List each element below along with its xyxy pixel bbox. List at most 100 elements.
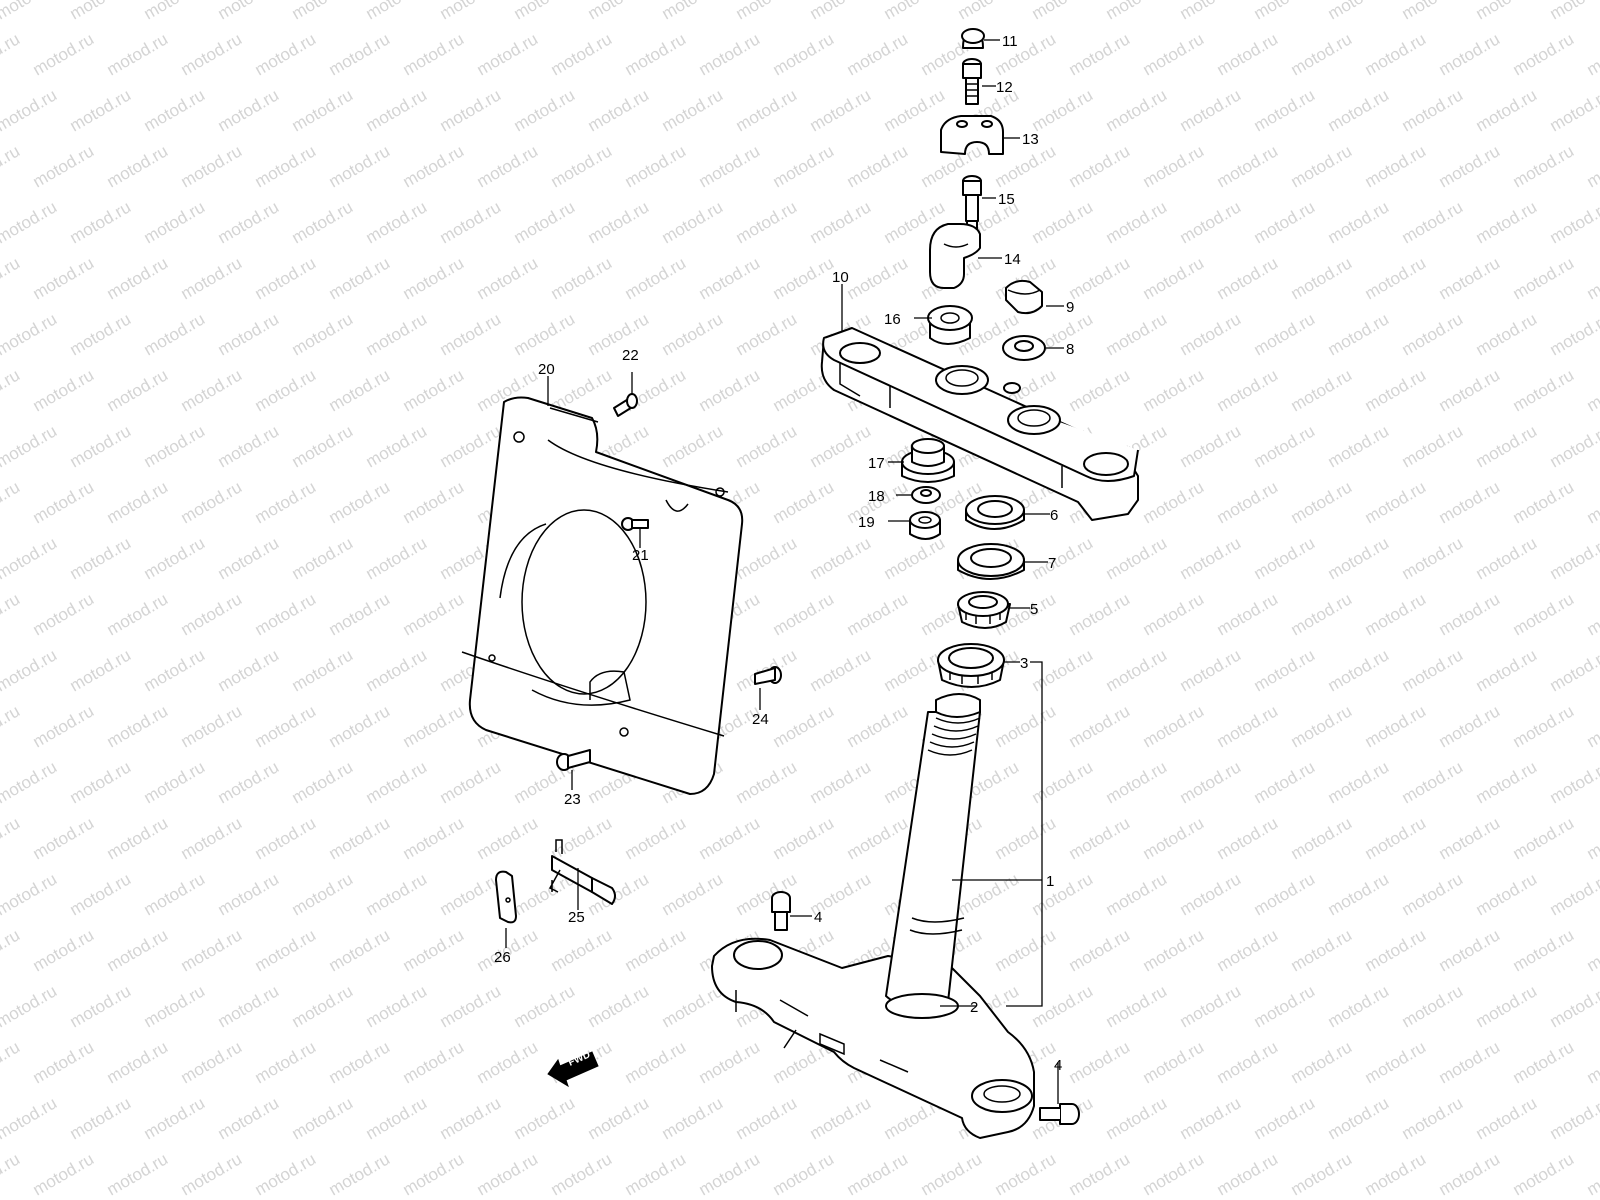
watermark-text: motod.ru <box>215 981 283 1031</box>
watermark-text: motod.ru <box>141 869 209 919</box>
watermark-text: motod.ru <box>1547 757 1600 807</box>
watermark-text: motod.ru <box>1399 645 1467 695</box>
watermark-text: motod.ru <box>1325 757 1393 807</box>
watermark-text: motod.ru <box>326 589 394 639</box>
watermark-text: motod.ru <box>1140 701 1208 751</box>
watermark-text: motod.ru <box>844 253 912 303</box>
watermark-text: motod.ru <box>659 197 727 247</box>
watermark-text: motod.ru <box>1325 533 1393 583</box>
watermark-text: motod.ru <box>1251 981 1319 1031</box>
watermark-text: motod.ru <box>955 0 1023 23</box>
watermark-text: motod.ru <box>252 29 320 79</box>
watermark-text: motod.ru <box>474 1037 542 1087</box>
watermark-text: motod.ru <box>178 477 246 527</box>
watermark-text: motod.ru <box>1436 589 1504 639</box>
watermark-text: motod.ru <box>1399 1093 1467 1143</box>
watermark-text: motod.ru <box>770 813 838 863</box>
watermark-text: motod.ru <box>1288 1037 1356 1087</box>
rubber-17 <box>901 438 955 483</box>
watermark-text: motod.ru <box>733 533 801 583</box>
watermark-text: motod.ru <box>1547 1093 1600 1143</box>
watermark-text: motod.ru <box>1288 1149 1356 1199</box>
watermark-text: motod.ru <box>1547 0 1600 23</box>
watermark-text: motod.ru <box>1066 589 1134 639</box>
watermark-text: motod.ru <box>326 141 394 191</box>
watermark-text: motod.ru <box>67 309 135 359</box>
watermark-text: motod.ru <box>1066 701 1134 751</box>
watermark-text: motod.ru <box>733 757 801 807</box>
watermark-text: motod.ru <box>437 197 505 247</box>
watermark-text: motod.ru <box>1362 925 1430 975</box>
watermark-text: motod.ru <box>844 141 912 191</box>
watermark-text: motod.ru <box>955 869 1023 919</box>
bolt-4-upper <box>771 891 791 931</box>
watermark-text: motod.ru <box>1473 869 1541 919</box>
watermark-text: motod.ru <box>696 253 764 303</box>
watermark-text: motod.ru <box>178 1037 246 1087</box>
watermark-text: motod.ru <box>622 925 690 975</box>
watermark-text: motod.ru <box>992 925 1060 975</box>
watermark-text: motod.ru <box>0 869 60 919</box>
watermark-text: motod.ru <box>104 813 172 863</box>
watermark-text: motod.ru <box>1399 0 1467 23</box>
watermark-text: motod.ru <box>1584 141 1600 191</box>
watermark-text: motod.ru <box>215 645 283 695</box>
watermark-text: motod.ru <box>1140 1037 1208 1087</box>
watermark-text: motod.ru <box>807 0 875 23</box>
label-15: 15 <box>998 191 1015 208</box>
watermark-text: motod.ru <box>1325 1093 1393 1143</box>
watermark-text: motod.ru <box>30 813 98 863</box>
watermark-text: motod.ru <box>252 1149 320 1199</box>
watermark-text: motod.ru <box>289 309 357 359</box>
watermark-text: motod.ru <box>1436 29 1504 79</box>
watermark-text: motod.ru <box>1399 981 1467 1031</box>
watermark-text: motod.ru <box>30 365 98 415</box>
watermark-text: motod.ru <box>733 421 801 471</box>
watermark-text: motod.ru <box>992 1149 1060 1199</box>
watermark-text: motod.ru <box>1436 141 1504 191</box>
bearing-5 <box>957 591 1011 629</box>
watermark-text: motod.ru <box>548 925 616 975</box>
watermark-text: motod.ru <box>585 0 653 23</box>
watermark-text: motod.ru <box>1436 1149 1504 1199</box>
watermark-text: motod.ru <box>0 1093 60 1143</box>
watermark-text: motod.ru <box>1325 197 1393 247</box>
watermark-text: motod.ru <box>1140 925 1208 975</box>
watermark-text: motod.ru <box>0 589 23 639</box>
watermark-text: motod.ru <box>178 813 246 863</box>
watermark-text: motod.ru <box>1140 29 1208 79</box>
watermark-text: motod.ru <box>363 757 431 807</box>
watermark-text: motod.ru <box>770 589 838 639</box>
watermark-text: motod.ru <box>400 1149 468 1199</box>
watermark-text: motod.ru <box>0 309 60 359</box>
watermark-text: motod.ru <box>1362 701 1430 751</box>
watermark-text: motod.ru <box>67 1093 135 1143</box>
watermark-text: motod.ru <box>1177 757 1245 807</box>
watermark-text: motod.ru <box>1177 421 1245 471</box>
watermark-text: motod.ru <box>1584 365 1600 415</box>
watermark-text: motod.ru <box>474 253 542 303</box>
label-26: 26 <box>494 949 511 966</box>
watermark-text: motod.ru <box>178 1149 246 1199</box>
watermark-text: motod.ru <box>696 1149 764 1199</box>
washer-18 <box>911 486 941 504</box>
watermark-text: motod.ru <box>0 533 60 583</box>
watermark-text: motod.ru <box>437 85 505 135</box>
watermark-text: motod.ru <box>1288 253 1356 303</box>
watermark-text: motod.ru <box>844 813 912 863</box>
watermark-text: motod.ru <box>252 253 320 303</box>
watermark-text: motod.ru <box>1584 925 1600 975</box>
watermark-text: motod.ru <box>1177 981 1245 1031</box>
watermark-text: motod.ru <box>1473 197 1541 247</box>
watermark-text: motod.ru <box>1362 477 1430 527</box>
watermark-text: motod.ru <box>1214 589 1282 639</box>
watermark-text: motod.ru <box>1288 477 1356 527</box>
watermark-text: motod.ru <box>992 813 1060 863</box>
watermark-text: motod.ru <box>1288 365 1356 415</box>
watermark-text: motod.ru <box>215 1093 283 1143</box>
watermark-text: motod.ru <box>1140 589 1208 639</box>
watermark-text: motod.ru <box>1362 813 1430 863</box>
watermark-text: motod.ru <box>1251 197 1319 247</box>
watermark-text: motod.ru <box>67 981 135 1031</box>
watermark-text: motod.ru <box>104 365 172 415</box>
